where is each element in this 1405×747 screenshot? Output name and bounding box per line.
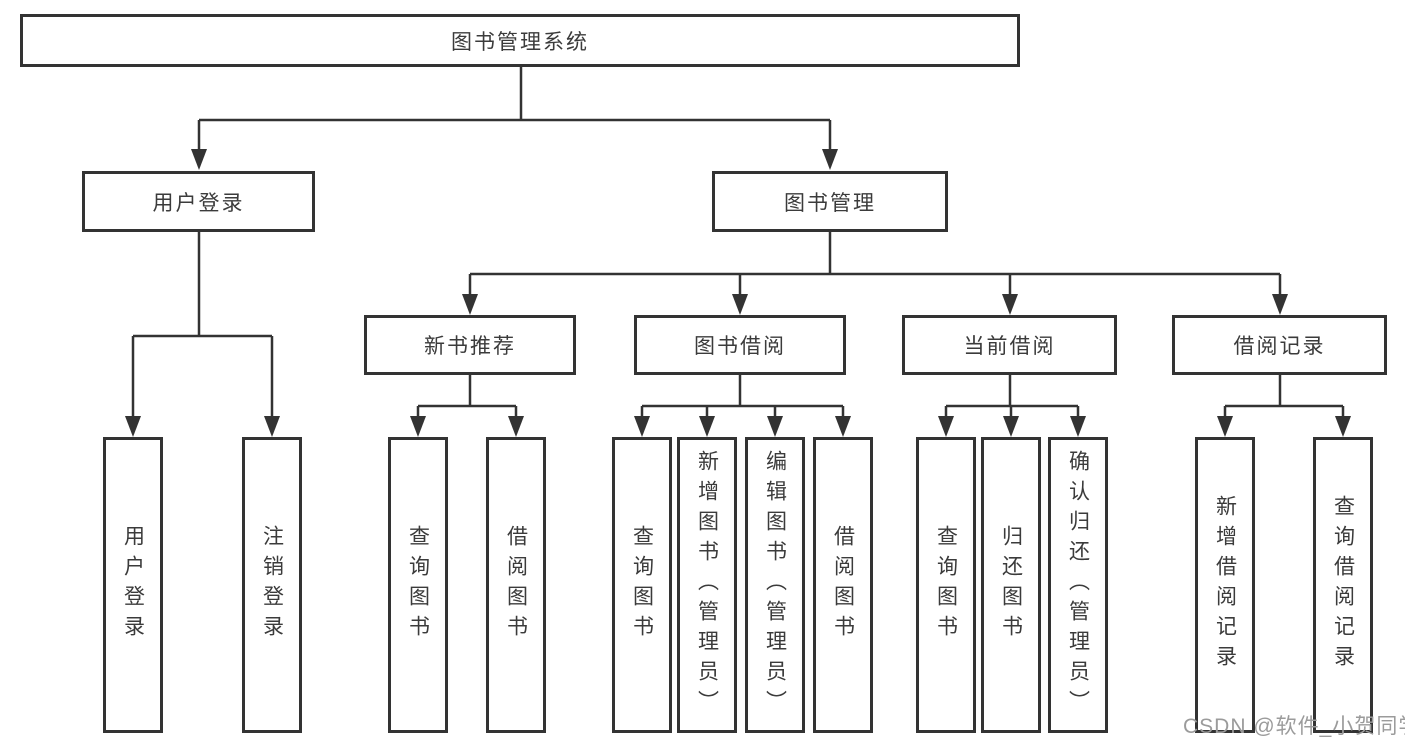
leaf-confirm-return-admin: 确认归还（管理员） <box>1048 437 1108 733</box>
leaf-label: 确认归还（管理员） <box>1066 450 1090 720</box>
arrow-down-icon <box>125 416 141 437</box>
leaf-borrow-query-books: 查询图书 <box>612 437 672 733</box>
node-library-management-system: 图书管理系统 <box>20 14 1020 67</box>
leaf-user-login: 用户登录 <box>103 437 163 733</box>
leaf-label: 归还图书 <box>999 525 1023 645</box>
node-new-book-recommendation: 新书推荐 <box>364 315 576 375</box>
leaf-label: 用户登录 <box>121 525 145 645</box>
arrow-down-icon <box>699 416 715 437</box>
node-current-borrowing: 当前借阅 <box>902 315 1117 375</box>
leaf-edit-books-admin: 编辑图书（管理员） <box>745 437 805 733</box>
connector-book-borrow-to-leaves <box>634 375 851 437</box>
arrow-down-icon <box>264 416 280 437</box>
csdn-watermark: CSDN @软件_小贺同学 <box>1183 715 1405 738</box>
leaf-label: 新增图书（管理员） <box>695 450 719 720</box>
leaf-label: 查询图书 <box>406 525 430 645</box>
arrow-down-icon <box>1070 416 1086 437</box>
connector-borrow-records-to-leaves <box>1217 375 1351 437</box>
leaf-label: 查询借阅记录 <box>1331 495 1355 675</box>
leaf-current-query-books: 查询图书 <box>916 437 976 733</box>
arrow-down-icon <box>732 294 748 315</box>
leaf-logout: 注销登录 <box>242 437 302 733</box>
arrow-down-icon <box>508 416 524 437</box>
leaf-add-borrow-record: 新增借阅记录 <box>1195 437 1255 733</box>
connector-book-management-to-level3 <box>462 232 1288 315</box>
connector-root-to-level2 <box>191 67 838 170</box>
leaf-add-books-admin: 新增图书（管理员） <box>677 437 737 733</box>
leaf-label: 新增借阅记录 <box>1213 495 1237 675</box>
node-borrowing-records: 借阅记录 <box>1172 315 1387 375</box>
connector-new-book-to-leaves <box>410 375 524 437</box>
arrow-down-icon <box>822 149 838 170</box>
leaf-query-borrow-record: 查询借阅记录 <box>1313 437 1373 733</box>
leaf-new-book-borrow-books: 借阅图书 <box>486 437 546 733</box>
leaf-label: 借阅图书 <box>831 525 855 645</box>
leaf-return-books: 归还图书 <box>981 437 1041 733</box>
node-book-management: 图书管理 <box>712 171 948 232</box>
arrow-down-icon <box>410 416 426 437</box>
arrow-down-icon <box>1002 294 1018 315</box>
connector-user-login-to-leaves <box>125 232 280 437</box>
arrow-down-icon <box>938 416 954 437</box>
arrow-down-icon <box>835 416 851 437</box>
arrow-down-icon <box>191 149 207 170</box>
arrow-down-icon <box>1003 416 1019 437</box>
arrow-down-icon <box>634 416 650 437</box>
arrow-down-icon <box>1217 416 1233 437</box>
leaf-label: 查询图书 <box>630 525 654 645</box>
leaf-label: 借阅图书 <box>504 525 528 645</box>
arrow-down-icon <box>1335 416 1351 437</box>
leaf-label: 编辑图书（管理员） <box>763 450 787 720</box>
leaf-label: 查询图书 <box>934 525 958 645</box>
node-book-borrowing: 图书借阅 <box>634 315 846 375</box>
leaf-new-book-query-books: 查询图书 <box>388 437 448 733</box>
node-user-login: 用户登录 <box>82 171 315 232</box>
leaf-borrow-books: 借阅图书 <box>813 437 873 733</box>
leaf-label: 注销登录 <box>260 525 284 645</box>
connector-current-borrow-to-leaves <box>938 375 1086 437</box>
arrow-down-icon <box>767 416 783 437</box>
arrow-down-icon <box>462 294 478 315</box>
arrow-down-icon <box>1272 294 1288 315</box>
